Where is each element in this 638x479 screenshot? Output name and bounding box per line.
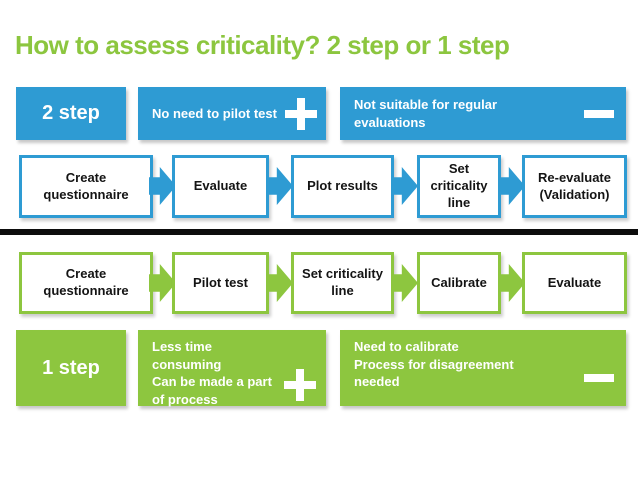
arrow-right-icon bbox=[266, 167, 293, 205]
two-step-label: 2 step bbox=[42, 102, 100, 124]
flow-box-set-criticality-line: Set criticality line bbox=[417, 155, 501, 218]
two-step-label-box: 2 step bbox=[16, 87, 126, 140]
divider-line bbox=[0, 229, 638, 235]
two-step-pro-box: No need to pilot test bbox=[138, 87, 326, 140]
one-step-flow-row: Create questionnaire Pilot test Set crit… bbox=[0, 252, 638, 314]
one-step-pro-text: Less time consuming Can be made a part o… bbox=[152, 339, 272, 407]
one-step-con-box: Need to calibrate Process for disagreeme… bbox=[340, 330, 626, 406]
minus-icon bbox=[584, 374, 614, 382]
one-step-summary-row: 1 step Less time consuming Can be made a… bbox=[0, 330, 638, 407]
arrow-right-icon bbox=[266, 264, 293, 302]
flow-box-set-criticality-line: Set criticality line bbox=[291, 252, 394, 314]
flow-box-create-questionnaire: Create questionnaire bbox=[19, 155, 153, 218]
flow-box-create-questionnaire: Create questionnaire bbox=[19, 252, 153, 314]
one-step-con-text: Need to calibrate Process for disagreeme… bbox=[354, 339, 514, 390]
flow-box-evaluate: Evaluate bbox=[522, 252, 627, 314]
flow-box-plot-results: Plot results bbox=[291, 155, 394, 218]
plus-icon bbox=[285, 98, 317, 130]
two-step-summary-row: 2 step No need to pilot test Not suitabl… bbox=[0, 87, 638, 140]
arrow-right-icon bbox=[391, 167, 418, 205]
arrow-right-icon bbox=[391, 264, 418, 302]
slide-title: How to assess criticality? 2 step or 1 s… bbox=[15, 30, 510, 60]
flow-box-pilot-test: Pilot test bbox=[172, 252, 269, 314]
plus-icon bbox=[284, 369, 316, 401]
two-step-flow-row: Create questionnaire Evaluate Plot resul… bbox=[0, 155, 638, 218]
two-step-con-box: Not suitable for regular evaluations bbox=[340, 87, 626, 140]
arrow-right-icon bbox=[498, 167, 525, 205]
flow-box-evaluate: Evaluate bbox=[172, 155, 269, 218]
arrow-right-icon bbox=[498, 264, 525, 302]
minus-icon bbox=[584, 109, 614, 118]
two-step-pro-text: No need to pilot test bbox=[152, 105, 277, 121]
one-step-label-box: 1 step bbox=[16, 330, 126, 406]
flow-box-calibrate: Calibrate bbox=[417, 252, 501, 314]
flow-box-re-evaluate: Re-evaluate (Validation) bbox=[522, 155, 627, 218]
two-step-con-text: Not suitable for regular evaluations bbox=[354, 97, 498, 130]
one-step-label: 1 step bbox=[42, 356, 100, 379]
one-step-pro-box: Less time consuming Can be made a part o… bbox=[138, 330, 326, 407]
